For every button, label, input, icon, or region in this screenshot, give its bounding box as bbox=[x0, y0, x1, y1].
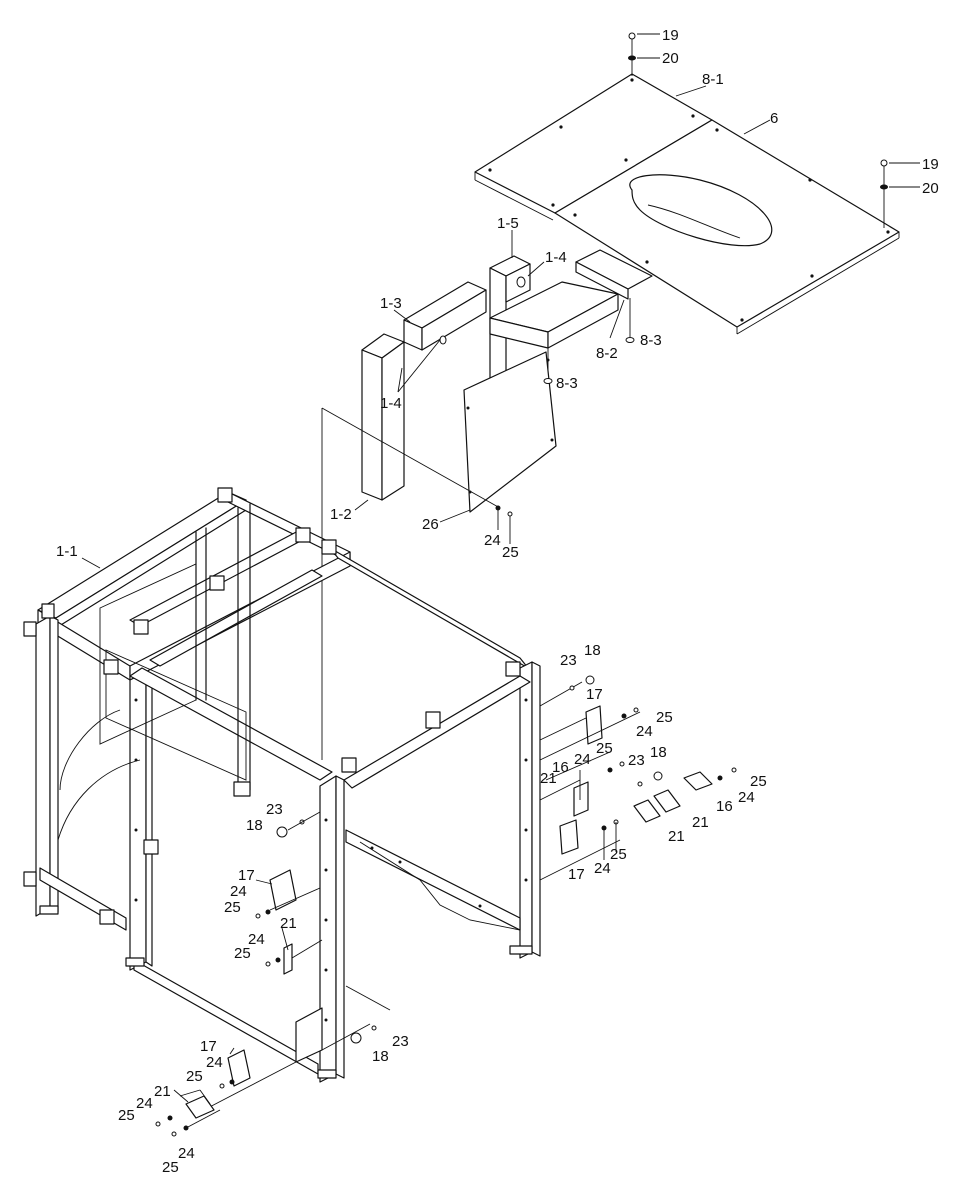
washer-8-3 bbox=[543, 298, 635, 384]
callout: 16 bbox=[716, 798, 733, 815]
bracket-1-2 bbox=[361, 333, 405, 501]
callout: 25 bbox=[656, 709, 673, 726]
callout: 25 bbox=[750, 773, 767, 790]
callout: 18 bbox=[650, 744, 667, 761]
callout: 1-2 bbox=[330, 506, 352, 523]
callout: 24 bbox=[230, 883, 247, 900]
callout: 21 bbox=[154, 1083, 171, 1100]
main-frame-1-1 bbox=[23, 487, 541, 1113]
callout: 17 bbox=[586, 686, 603, 703]
callout: 17 bbox=[200, 1038, 217, 1055]
callout: 25 bbox=[118, 1107, 135, 1124]
callout: 17 bbox=[568, 866, 585, 883]
bolt-19-washer-20-top bbox=[628, 32, 660, 76]
callout: 25 bbox=[162, 1159, 179, 1176]
callout: 8-2 bbox=[596, 345, 618, 362]
callout: 8-3 bbox=[640, 332, 662, 349]
callout: 1-4 bbox=[380, 395, 402, 412]
callout: 20 bbox=[662, 50, 679, 67]
callout: 25 bbox=[224, 899, 241, 916]
callout: 18 bbox=[372, 1048, 389, 1065]
callout: 21 bbox=[692, 814, 709, 831]
callout: 25 bbox=[234, 945, 251, 962]
hardware-center-group bbox=[255, 811, 377, 1044]
callout: 1-3 bbox=[380, 295, 402, 312]
callout: 8-1 bbox=[702, 71, 724, 88]
callout: 23 bbox=[560, 652, 577, 669]
callout: 16 bbox=[552, 759, 569, 776]
callout: 24 bbox=[136, 1095, 153, 1112]
callout: 24 bbox=[206, 1054, 223, 1071]
bracket-1-3 bbox=[403, 281, 487, 351]
callout: 21 bbox=[280, 915, 297, 932]
callout: 21 bbox=[668, 828, 685, 845]
callout: 24 bbox=[484, 532, 501, 549]
callout: 8-3 bbox=[556, 375, 578, 392]
callout: 1-5 bbox=[497, 215, 519, 232]
callout: 25 bbox=[610, 846, 627, 863]
callout: 21 bbox=[540, 770, 557, 787]
callout: 6 bbox=[770, 110, 778, 127]
callout: 25 bbox=[596, 740, 613, 757]
callout: 19 bbox=[662, 27, 679, 44]
callout: 18 bbox=[584, 642, 601, 659]
callout: 24 bbox=[574, 751, 591, 768]
callout: 1-4 bbox=[545, 249, 567, 266]
bolt-19-washer-20-right bbox=[880, 159, 920, 228]
callout: 25 bbox=[186, 1068, 203, 1085]
callout: 18 bbox=[246, 817, 263, 834]
callout-labels: 19 20 8-1 6 19 20 1-5 1-4 1-3 8-3 8-2 8-… bbox=[56, 27, 939, 1176]
cushion-1-4-upper bbox=[489, 281, 619, 349]
callout: 24 bbox=[594, 860, 611, 877]
callout: 25 bbox=[502, 544, 519, 561]
callout: 24 bbox=[178, 1145, 195, 1162]
hardware-right-group bbox=[539, 675, 737, 881]
bracket-1-5 bbox=[489, 255, 531, 393]
cushion-8-2 bbox=[547, 249, 653, 380]
callout: 1-1 bbox=[56, 543, 78, 560]
callout: 24 bbox=[738, 789, 755, 806]
callout: 24 bbox=[636, 723, 653, 740]
callout: 23 bbox=[266, 801, 283, 818]
cover-plate-6 bbox=[554, 119, 900, 335]
callout: 24 bbox=[248, 931, 265, 948]
cover-plate-8-1 bbox=[474, 73, 713, 221]
callout: 20 bbox=[922, 180, 939, 197]
panel-26 bbox=[321, 351, 557, 760]
callout: 19 bbox=[922, 156, 939, 173]
callout: 23 bbox=[392, 1033, 409, 1050]
leader-lines bbox=[81, 85, 771, 1103]
callout: 17 bbox=[238, 867, 255, 884]
hardware-bottom-group bbox=[155, 1049, 251, 1137]
callout: 26 bbox=[422, 516, 439, 533]
callout: 23 bbox=[628, 752, 645, 769]
